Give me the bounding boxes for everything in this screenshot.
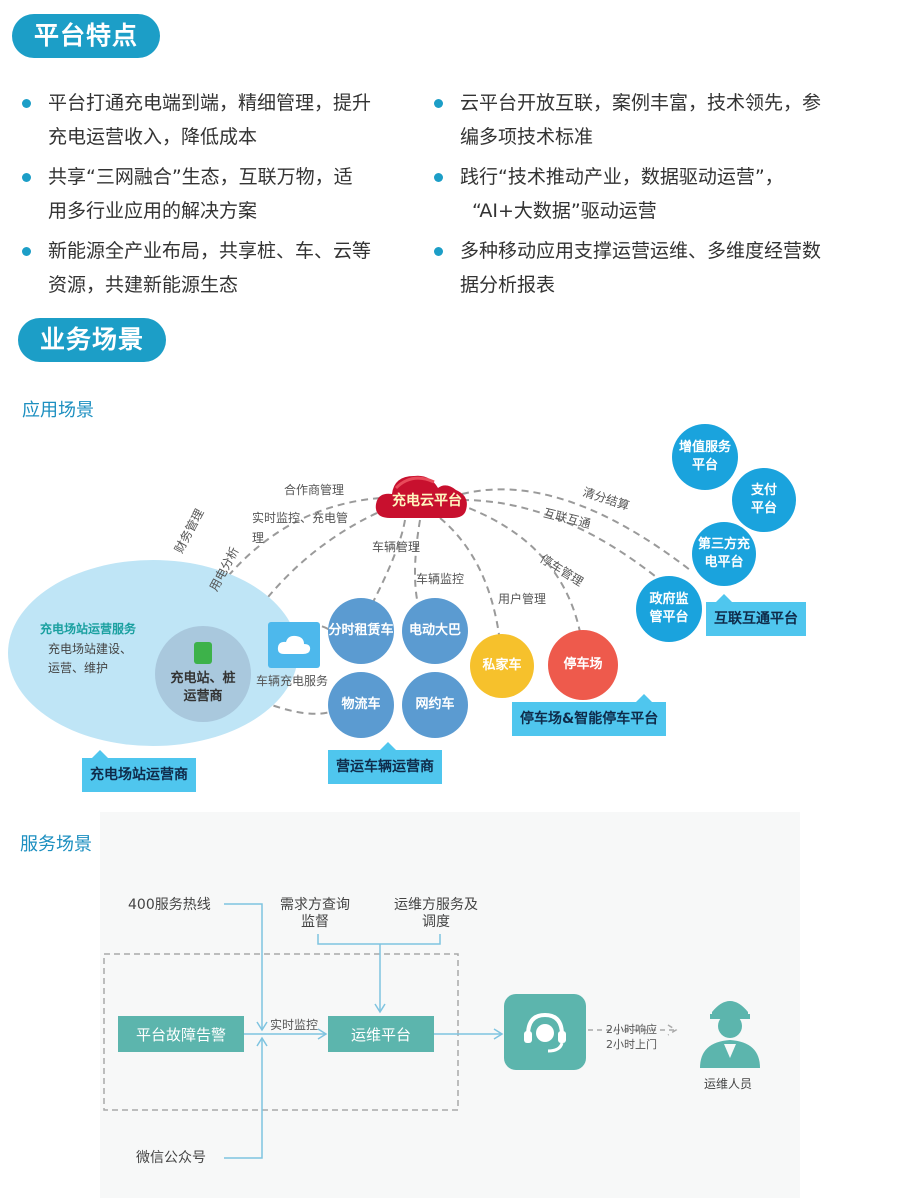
edge-label: 实时监控、充电管: [252, 511, 349, 525]
station-heading: 充电场站运营服务: [40, 622, 137, 636]
feature-text: 践行“技术推动产业，数据驱动运营”，: [460, 166, 784, 188]
cloud-icon: [375, 475, 467, 518]
demand-label-line: 监督: [301, 914, 329, 930]
feature-item: 新能源全产业布局，共享桩、车、云等 资源，共建新能源生态: [22, 234, 388, 302]
feature-text: 共享“三网融合”生态，互联万物，适: [48, 166, 353, 188]
app-scene-title: 应用场景: [22, 400, 94, 421]
station-desc: 运营、维护: [48, 661, 109, 675]
third-party-label: 政府监: [649, 592, 689, 607]
feature-text: 充电运营收入，降低成本: [48, 126, 258, 148]
feature-text: 多种移动应用支撑运营运维、多维度经营数: [460, 240, 822, 262]
maintenance-worker-icon: [700, 1001, 760, 1068]
operator-label: 运营商: [183, 689, 223, 704]
third-party-label: 支付: [750, 483, 777, 498]
bullet-icon: [434, 247, 443, 256]
feature-text: 据分析报表: [460, 274, 556, 296]
feature-item: 多种移动应用支撑运营运维、多维度经营数 据分析报表: [434, 234, 850, 302]
vehicle-charging-service-label: 车辆充电服务: [256, 674, 329, 688]
ops-person-label: 运维人员: [704, 1077, 753, 1091]
station-desc: 充电场站建设、: [48, 642, 133, 656]
third-party-label: 管平台: [649, 610, 689, 625]
response-time-label: 2小时响应 2小时上门: [606, 1022, 657, 1052]
vehicle-circle: 电动大巴: [402, 598, 468, 664]
bullet-icon: [22, 173, 31, 182]
third-party-circle: 第三方充 电平台: [692, 522, 756, 586]
feature-text: 平台打通充电端到端，精细管理，提升: [48, 92, 372, 114]
edge-label: 车辆监控: [416, 572, 465, 586]
feature-text: 编多项技术标准: [460, 126, 594, 148]
private-car-circle: 私家车: [470, 634, 534, 698]
cloud-platform-label: 充电云平台: [392, 493, 462, 509]
station-ellipse: [8, 560, 298, 746]
response-line: 2小时上门: [606, 1038, 657, 1051]
feature-text: 新能源全产业布局，共享桩、车、云等: [48, 240, 372, 262]
feature-item: 共享“三网融合”生态，互联万物，适 用多行业应用的解决方案: [22, 160, 388, 228]
bullet-icon: [22, 247, 31, 256]
feature-text: “AI+大数据”驱动运营: [472, 200, 657, 222]
feature-text: 用多行业应用的解决方案: [48, 200, 258, 222]
feature-text: 云平台开放互联，案例丰富，技术领先，参: [460, 92, 822, 114]
interconnect-platform-tag: 互联互通平台: [706, 594, 806, 636]
third-party-label: 增值服务: [678, 440, 731, 455]
feature-item: 践行“技术推动产业，数据驱动运营”， “AI+大数据”驱动运营: [434, 160, 850, 228]
station-operator-tag: 充电场站运营商: [82, 750, 196, 792]
bullet-icon: [434, 173, 443, 182]
service-diagram-bg: [100, 812, 800, 1198]
service-scene-title: 服务场景: [20, 834, 92, 855]
vehicle-circle: 物流车: [328, 672, 394, 738]
vehicle-circle: 分时租赁车: [328, 598, 394, 664]
ops-dispatch-label-line: 调度: [422, 914, 450, 930]
edge-label: 理: [252, 531, 265, 545]
feature-item: 云平台开放互联，案例丰富，技术领先，参 编多项技术标准: [434, 86, 850, 154]
demand-label-line: 需求方查询: [280, 897, 350, 913]
hotline-label: 400服务热线: [128, 897, 211, 913]
third-party-circle: 增值服务 平台: [672, 424, 738, 490]
ops-platform-box: 运维平台: [328, 1016, 434, 1052]
ops-dispatch-label: 运维方服务及 调度: [394, 897, 478, 931]
section-title-scenarios: 业务场景: [18, 318, 167, 362]
realtime-monitor-label: 实时监控: [270, 1018, 319, 1032]
edge-label: 合作商管理: [284, 483, 345, 497]
feature-text: 资源，共建新能源生态: [48, 274, 239, 296]
cloud-service-icon: [268, 622, 320, 668]
parking-platform-tag: 停车场&智能停车平台: [512, 694, 667, 736]
third-party-label: 电平台: [704, 555, 744, 570]
charger-icon: [194, 642, 212, 664]
wechat-label: 微信公众号: [136, 1150, 206, 1166]
edge-label: 车辆管理: [372, 540, 421, 554]
response-line: 2小时响应: [606, 1023, 657, 1036]
service-connectors: [103, 903, 678, 1159]
fleet-operator-tag: 营运车辆运营商: [328, 742, 442, 784]
third-party-label: 平台: [750, 501, 777, 516]
bullet-icon: [434, 99, 443, 108]
charging-operator-circle: 充电站、桩 运营商: [155, 626, 251, 722]
parking-lot-circle: 停车场: [548, 630, 618, 700]
third-party-circle: 政府监 管平台: [636, 576, 702, 642]
third-party-label: 平台: [691, 458, 718, 473]
feature-item: 平台打通充电端到端，精细管理，提升 充电运营收入，降低成本: [22, 86, 388, 154]
ops-dispatch-label-line: 运维方服务及: [394, 897, 478, 913]
edge-label: 用户管理: [498, 592, 547, 606]
section-title-features: 平台特点: [12, 14, 161, 58]
operator-label: 充电站、桩: [170, 671, 236, 686]
third-party-circle: 支付 平台: [732, 468, 796, 532]
fault-alarm-box: 平台故障告警: [118, 1016, 244, 1052]
vehicle-circle: 网约车: [402, 672, 468, 738]
headset-service-icon: [504, 994, 586, 1070]
demand-label: 需求方查询 监督: [280, 897, 350, 931]
third-party-label: 第三方充: [697, 537, 750, 552]
bullet-icon: [22, 99, 31, 108]
